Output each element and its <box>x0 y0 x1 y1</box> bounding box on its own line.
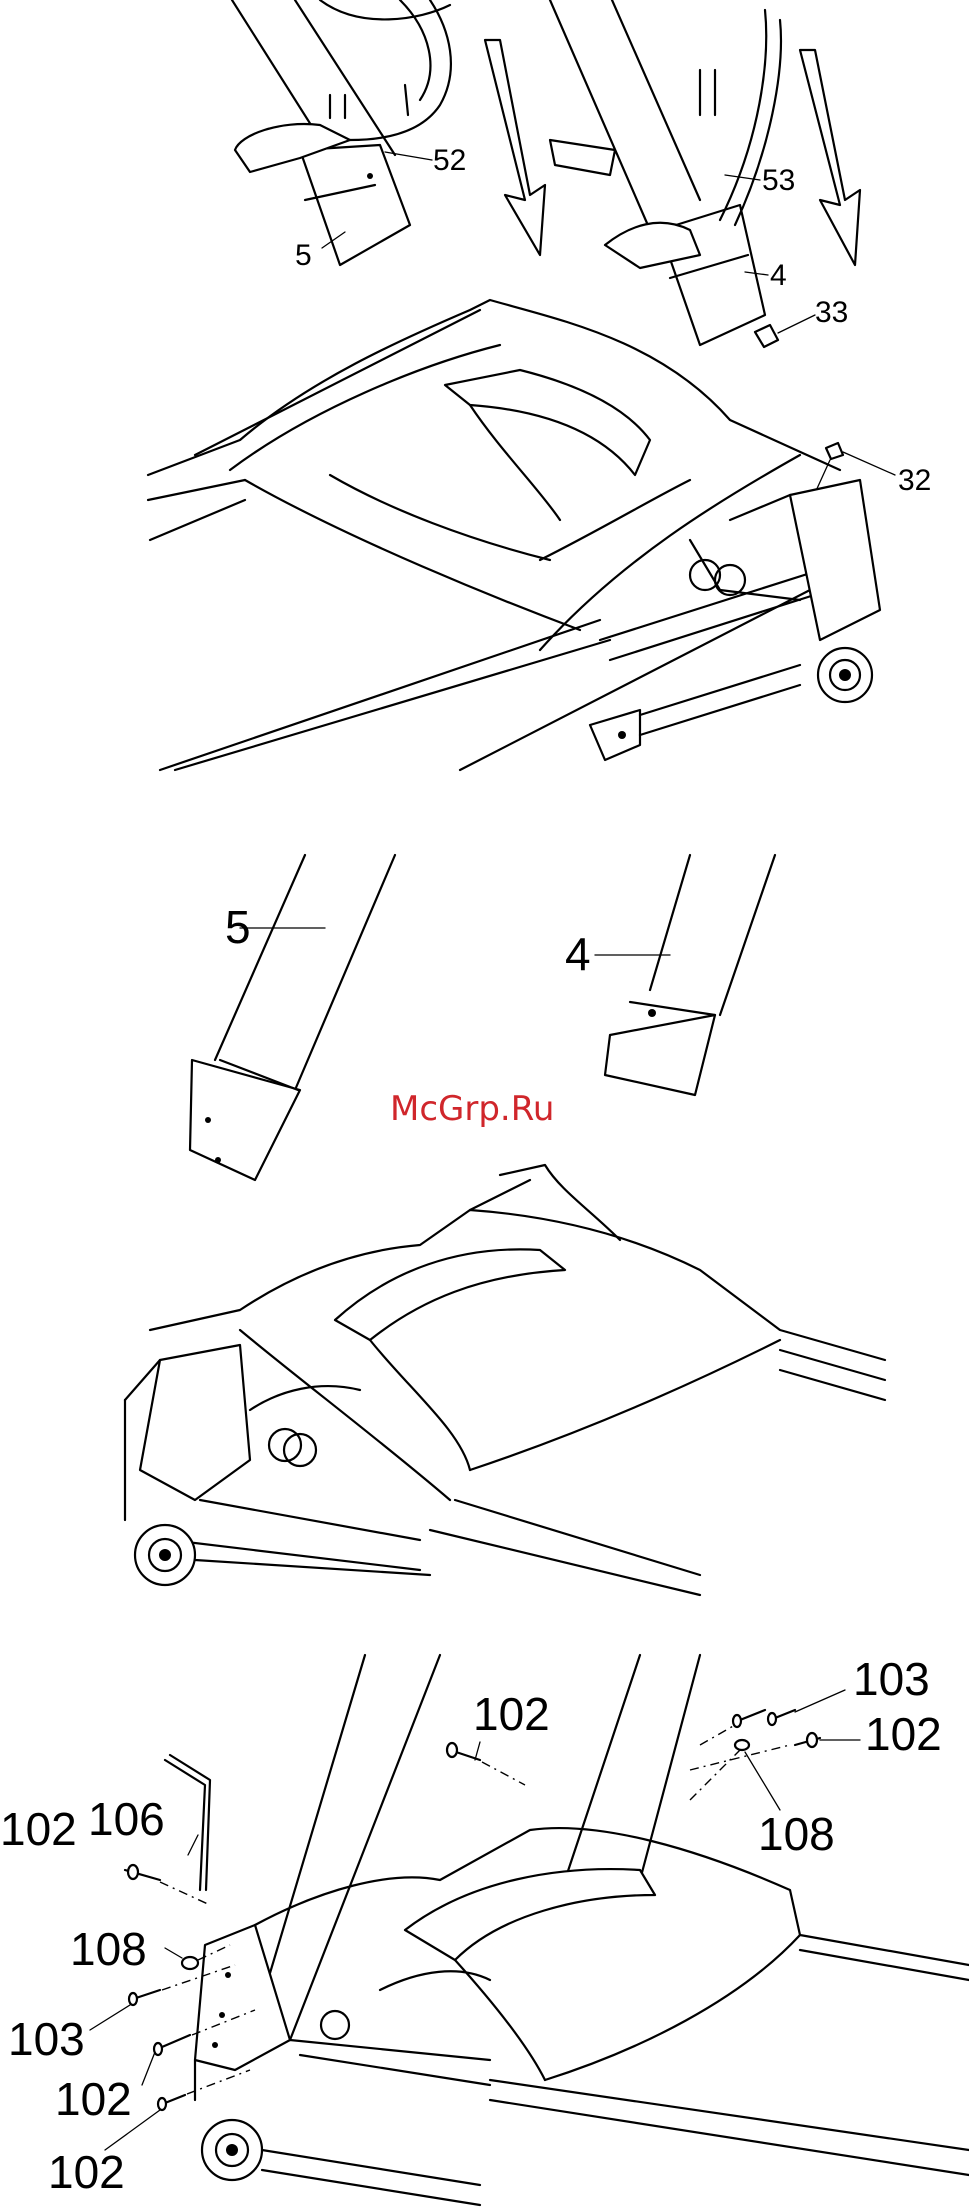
label-bolt-102-left-low: 102 <box>48 2146 125 2198</box>
label-washer-108-left: 108 <box>70 1923 147 1975</box>
bolt-102-right-icon <box>690 1733 820 1770</box>
treadmill-base-2 <box>125 1165 885 1595</box>
bolt-102-top-icon <box>447 1743 525 1785</box>
allen-key-icon <box>165 1755 210 1890</box>
upright-cover-left <box>235 0 451 172</box>
panel-2-uprights-and-base: McGrp.Ru <box>125 855 885 1595</box>
screw-103-right-icon <box>700 1710 795 1745</box>
label-upright-4-b: 4 <box>565 928 591 980</box>
washer-108-right-icon <box>690 1740 749 1800</box>
label-bolt-102-right: 102 <box>865 1708 942 1760</box>
label-bolt-102-top: 102 <box>473 1688 550 1740</box>
down-arrow-left <box>485 40 545 255</box>
label-screw-33: 33 <box>815 296 848 329</box>
upright-tube-right-2 <box>595 855 775 1095</box>
upright-tube-right <box>550 0 765 345</box>
label-cover-52: 52 <box>433 144 466 177</box>
label-washer-108-right: 108 <box>758 1808 835 1860</box>
label-cover-53: 53 <box>762 164 795 197</box>
treadmill-base-1 <box>148 300 880 770</box>
bolt-102-low-left-icon <box>158 2070 250 2110</box>
label-screw-103-left: 103 <box>8 2013 85 2065</box>
upright-tube-left-2 <box>190 855 395 1180</box>
panel-3-bolt-fastening: 102 106 102 108 103 102 102 103 102 108 <box>0 1653 969 2205</box>
watermark-text: McGrp.Ru <box>390 1089 554 1129</box>
label-screw-103-right: 103 <box>853 1653 930 1705</box>
label-bolt-102-left-mid: 102 <box>55 2073 132 2125</box>
label-upright-5-b: 5 <box>225 901 251 953</box>
panel-1-upright-install: 5 52 53 4 33 32 <box>148 0 931 770</box>
screw-33-icon <box>755 315 815 347</box>
label-upright-5: 5 <box>295 239 312 272</box>
label-upright-4: 4 <box>770 259 787 292</box>
label-clip-32: 32 <box>898 464 931 497</box>
label-bolt-102-left-upper: 102 <box>0 1803 77 1855</box>
treadmill-frame-3 <box>195 1655 969 2205</box>
down-arrow-right <box>800 50 860 265</box>
label-allen-key-106: 106 <box>88 1793 165 1845</box>
bolt-102-upper-left-icon <box>125 1865 210 1905</box>
